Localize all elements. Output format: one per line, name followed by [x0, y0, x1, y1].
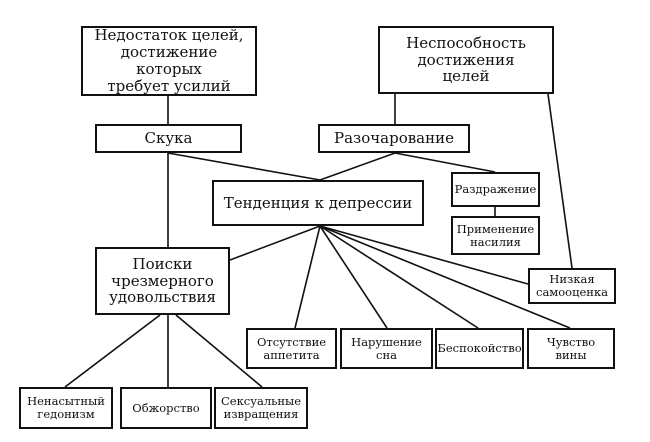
link-disappointment-depression [319, 152, 396, 181]
node-depression-tendency: Тенденция к депрессии [212, 180, 424, 226]
link-depression-self-esteem [319, 225, 529, 285]
link-boredom-depression [167, 152, 321, 181]
link-depression-appetite [294, 225, 321, 329]
node-insatiable-hedonism: Ненасытный гедонизм [19, 387, 113, 429]
link-pleasure-perversions [175, 314, 263, 388]
node-lack-of-goals: Недостаток целей, достижение которых тре… [81, 26, 257, 96]
node-gluttony: Обжорство [120, 387, 212, 429]
link-disappointment-irritation [394, 152, 496, 173]
node-guilt: Чувство вины [527, 328, 615, 369]
node-irritation: Раздражение [451, 172, 540, 207]
node-boredom: Скука [95, 124, 242, 153]
link-pleasure-hedonism [64, 314, 161, 388]
node-sexual-perversions: Сексуальные извращения [214, 387, 308, 429]
node-violence: Применение насилия [451, 216, 540, 255]
link-depression-pleasure [229, 225, 321, 261]
node-inability-to-reach-goals: Неспособность достижения целей [378, 26, 554, 94]
link-depression-sleep [319, 225, 388, 329]
node-anxiety: Беспокойство [435, 328, 524, 369]
node-excessive-pleasure-seeking: Поиски чрезмерного удовольствия [95, 247, 230, 315]
node-disappointment: Разочарование [318, 124, 470, 153]
link-inability-self-esteem [547, 93, 573, 269]
link-depression-guilt [319, 225, 571, 329]
node-low-self-esteem: Низкая самооценка [528, 268, 616, 304]
node-sleep-disorder: Нарушение сна [340, 328, 433, 369]
node-lack-of-appetite: Отсутствие аппетита [246, 328, 337, 369]
link-depression-anxiety [319, 225, 479, 329]
